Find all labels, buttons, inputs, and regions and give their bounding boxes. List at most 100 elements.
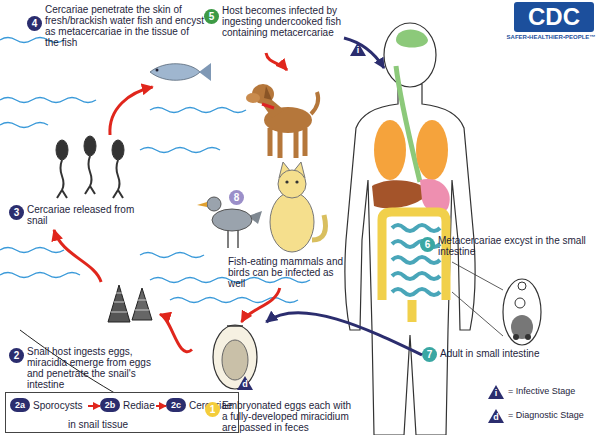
shell-rings xyxy=(111,293,127,312)
infective-triangle xyxy=(350,42,366,56)
fish-body xyxy=(150,64,200,81)
bird-body xyxy=(212,209,252,231)
dog-snout xyxy=(246,93,260,103)
cycle-arrow xyxy=(266,313,422,355)
snails xyxy=(108,285,152,322)
cycle-arrow xyxy=(160,314,192,351)
cercaria-tail xyxy=(85,156,95,194)
snail-shell xyxy=(108,285,130,322)
dog-ear xyxy=(264,86,272,100)
dog-collar xyxy=(262,104,274,108)
shell-rings xyxy=(135,300,149,310)
testis xyxy=(525,334,531,340)
wave xyxy=(0,248,64,253)
miracidium xyxy=(222,340,248,380)
cat-head xyxy=(278,170,306,198)
wave xyxy=(140,253,204,258)
step-number: 7 xyxy=(422,347,437,362)
infection-arrow xyxy=(344,38,384,68)
dog-tail xyxy=(311,92,318,114)
step-number: 3 xyxy=(9,205,24,220)
cat xyxy=(270,162,326,252)
fluke-eggs xyxy=(511,315,533,339)
step-number: 1 xyxy=(205,402,220,417)
step-text: Adult in small intestine xyxy=(440,348,567,359)
cat-eye xyxy=(285,180,288,183)
cercaria-head xyxy=(84,136,96,156)
ventral-sucker xyxy=(515,298,525,308)
step-text: Fish-eating mammals and birds can be inf… xyxy=(228,256,345,289)
step-number: 8 xyxy=(229,190,244,205)
legend-text: = Infective Stage xyxy=(508,386,575,397)
sub-step-number: 2b xyxy=(100,398,120,412)
head xyxy=(384,23,436,87)
cercariae xyxy=(56,136,124,198)
step-number: 6 xyxy=(420,237,435,252)
sub-stage-text: Rediae xyxy=(123,400,155,411)
dog xyxy=(246,84,318,158)
brain xyxy=(396,30,428,48)
sub-stage: 2aSporocysts xyxy=(10,397,88,415)
egg-shell xyxy=(213,325,257,389)
cercaria-tail xyxy=(113,160,123,198)
adult-fluke xyxy=(452,262,541,345)
cat-body xyxy=(270,192,314,252)
fish-eye xyxy=(156,69,159,72)
cercaria-tail xyxy=(57,160,67,198)
logo-tagline: SAFER•HEALTHIER•PEOPLE™ xyxy=(505,34,597,41)
legend-triangle xyxy=(488,385,504,399)
cat-eye xyxy=(295,180,298,183)
stage-group: 2Snail host ingests eggs, miracidia emer… xyxy=(5,282,160,390)
legend-text: = Diagnostic Stage xyxy=(508,410,584,421)
fish xyxy=(150,63,211,81)
oral-sucker xyxy=(518,282,526,290)
sub-step-number: 2c xyxy=(166,398,186,412)
wave xyxy=(140,148,220,153)
sub-stage: 2bRediae xyxy=(100,397,156,415)
wave xyxy=(0,123,48,128)
stage-group: 8Fish-eating mammals and birds can be in… xyxy=(200,70,345,288)
bird-head xyxy=(207,197,221,211)
legend-triangle xyxy=(488,409,504,423)
cycle-arrow xyxy=(242,288,280,322)
stage-group: 1Embryonated eggs each with a fully-deve… xyxy=(192,322,357,432)
step-text: Snail host ingests eggs, miracidia emerg… xyxy=(27,346,159,390)
logo-text: CDC xyxy=(514,3,594,31)
bird xyxy=(197,197,262,248)
fish-tail xyxy=(199,63,211,81)
stage-marker: d xyxy=(241,379,249,389)
human xyxy=(345,23,475,435)
lung xyxy=(374,120,406,180)
stage-group: 7Adult in small intestine xyxy=(422,345,567,365)
leader-line xyxy=(452,262,503,336)
cercaria-head xyxy=(112,140,124,160)
stage-group: 5Host becomes infected by ingesting unde… xyxy=(202,3,362,53)
legend-marker: d xyxy=(492,412,500,422)
bird-beak xyxy=(197,202,207,207)
bird-legs xyxy=(228,230,238,248)
snail-shell xyxy=(132,288,152,320)
step-number: 5 xyxy=(204,9,219,24)
legend-marker: i xyxy=(492,388,500,398)
step-text: Metacercariae excyst in the small intest… xyxy=(438,235,586,257)
fluke-body xyxy=(503,279,541,345)
cycle-arrow xyxy=(110,87,153,135)
stage-group: 4Cercariae penetrate the skin of fresh/b… xyxy=(5,2,210,87)
wave xyxy=(0,98,96,103)
snail-stage-box: in snail tissue2aSporocysts2bRediae2cCer… xyxy=(5,392,239,433)
step-text: Cercariae released from snail xyxy=(27,204,142,226)
diagnostic-triangle xyxy=(237,376,253,390)
small-intestine xyxy=(392,225,440,295)
stage-group: 6Metacercariae excyst in the small intes… xyxy=(420,233,588,269)
cercaria-head xyxy=(56,140,68,160)
sub-step-number: 2a xyxy=(10,398,30,412)
egg xyxy=(213,325,257,389)
step-text: Embryonated eggs each with a fully-devel… xyxy=(222,400,355,433)
wave xyxy=(170,298,298,303)
cycle-arrow xyxy=(266,53,287,70)
testis xyxy=(513,334,519,340)
step-text: Cercariae penetrate the skin of fresh/br… xyxy=(45,4,205,48)
box-caption: in snail tissue xyxy=(68,419,188,430)
sub-stage-text: Sporocysts xyxy=(33,400,82,411)
logo-box xyxy=(514,2,594,32)
